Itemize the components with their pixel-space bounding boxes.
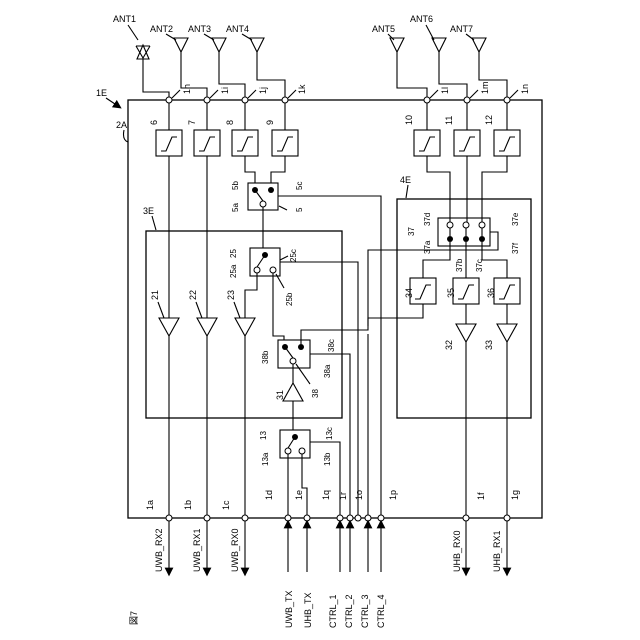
filter-36-label: 36 — [486, 288, 496, 298]
switch-37b-label: 37b — [455, 258, 464, 272]
signal-uhb-tx: UHB_TX — [303, 592, 313, 628]
antenna-icon — [250, 38, 264, 52]
antenna-icon — [472, 38, 486, 52]
signal-uwb-tx: UWB_TX — [284, 590, 294, 628]
terminal-1o: 1o — [354, 490, 364, 500]
filter-12-label: 12 — [484, 115, 494, 125]
terminal-1k: 1k — [297, 84, 307, 94]
terminal-1m: 1m — [480, 81, 490, 94]
pa-31-label: 31 — [275, 390, 285, 400]
lna-3e — [159, 318, 255, 336]
terminal-1n: 1n — [520, 84, 530, 94]
switch-5b-label: 5b — [231, 181, 240, 190]
figure-label: 図7 — [129, 611, 139, 625]
signal-uwb-rx0: UWB_RX0 — [230, 528, 240, 572]
ant4-label: ANT4 — [226, 24, 249, 34]
switch-38c-label: 38c — [327, 339, 336, 352]
signal-ctrl-2: CTRL_2 — [344, 594, 354, 628]
signal-ctrl-1: CTRL_1 — [328, 594, 338, 628]
terminal-1r: 1r — [338, 492, 348, 500]
switch-25-label: 25 — [229, 249, 238, 258]
filter-7-label: 7 — [187, 120, 197, 125]
block-3e-label: 3E — [143, 206, 154, 216]
signal-uwb-rx1: UWB_RX1 — [192, 528, 202, 572]
switch-38-label: 38 — [311, 389, 320, 398]
antenna-icon — [174, 38, 188, 52]
switch-38b-label: 38b — [261, 350, 270, 364]
switch-5-label: 5 — [295, 207, 304, 212]
lna-22-label: 22 — [188, 290, 198, 300]
filter-34-label: 34 — [404, 288, 414, 298]
terminal-1a: 1a — [145, 500, 155, 510]
terminal-1e: 1e — [294, 490, 304, 500]
ant7-label: ANT7 — [450, 24, 473, 34]
switch-37d-label: 37d — [423, 213, 432, 226]
terminal-1j: 1j — [258, 87, 268, 94]
terminal-1d: 1d — [264, 490, 274, 500]
ant6-label: ANT6 — [410, 14, 433, 24]
switch-37e-label: 37e — [511, 212, 520, 226]
lna-23-label: 23 — [226, 290, 236, 300]
signal-ctrl-3: CTRL_3 — [360, 594, 370, 628]
switch-5a-label: 5a — [231, 203, 240, 212]
terminal-1f: 1f — [476, 492, 486, 500]
filter-9-label: 9 — [265, 120, 275, 125]
switch-25a-label: 25a — [229, 264, 238, 278]
antenna-icon — [212, 38, 226, 52]
module-label: 1E — [96, 88, 107, 98]
switch-5c-label: 5c — [295, 182, 304, 190]
filter-10-label: 10 — [404, 115, 414, 125]
filter-8-label: 8 — [225, 120, 235, 125]
substrate-2a — [128, 100, 542, 518]
terminal-1l: 1l — [440, 87, 450, 94]
terminal-1h: 1h — [182, 84, 192, 94]
lna-21-label: 21 — [150, 290, 160, 300]
switch-13b-label: 13b — [323, 452, 332, 466]
substrate-label: 2A — [116, 120, 127, 130]
terminal-1p: 1p — [388, 490, 398, 500]
switch-37a-label: 37a — [423, 240, 432, 254]
signal-uwb-rx2: UWB_RX2 — [154, 528, 164, 572]
signal-uhb-rx0: UHB_RX0 — [452, 530, 462, 572]
terminal-1q: 1q — [321, 490, 331, 500]
switch-13a-label: 13a — [261, 452, 270, 466]
ant2-label: ANT2 — [150, 24, 173, 34]
terminal-1g: 1g — [510, 490, 520, 500]
terminal-1b: 1b — [183, 500, 193, 510]
filter-11-label: 11 — [444, 116, 454, 125]
signal-uhb-rx1: UHB_RX1 — [492, 530, 502, 572]
terminal-1c: 1c — [221, 500, 231, 510]
filters-4e — [410, 278, 520, 304]
switch-25b-label: 25b — [285, 292, 294, 306]
switch-37c-label: 37c — [475, 259, 484, 272]
switch-38a-label: 38a — [323, 364, 332, 378]
antenna-icon — [136, 45, 150, 59]
switch-13-label: 13 — [259, 431, 268, 440]
ant5-label: ANT5 — [372, 24, 395, 34]
block-4e-label: 4E — [400, 175, 411, 185]
switch-13c-label: 13c — [325, 427, 334, 440]
terminal-1i: 1i — [220, 87, 230, 94]
filter-6-label: 6 — [149, 120, 159, 125]
antenna-icon — [390, 38, 404, 52]
switch-37f-label: 37f — [511, 242, 520, 254]
lna-4e — [456, 324, 517, 342]
ant1-label: ANT1 — [113, 14, 136, 24]
lna-32-label: 32 — [444, 340, 454, 350]
signal-ctrl-4: CTRL_4 — [376, 594, 386, 628]
pa-31 — [283, 383, 303, 401]
switch-25c-label: 25c — [289, 249, 298, 262]
ant3-label: ANT3 — [188, 24, 211, 34]
filter-35-label: 35 — [446, 288, 456, 298]
antenna-icon — [432, 38, 446, 52]
switch-37-label: 37 — [407, 227, 416, 236]
filters-top — [156, 130, 520, 156]
antennas: ANT1 ANT2 ANT3 ANT4 ANT5 ANT6 — [113, 14, 486, 59]
lna-33-label: 33 — [484, 340, 494, 350]
